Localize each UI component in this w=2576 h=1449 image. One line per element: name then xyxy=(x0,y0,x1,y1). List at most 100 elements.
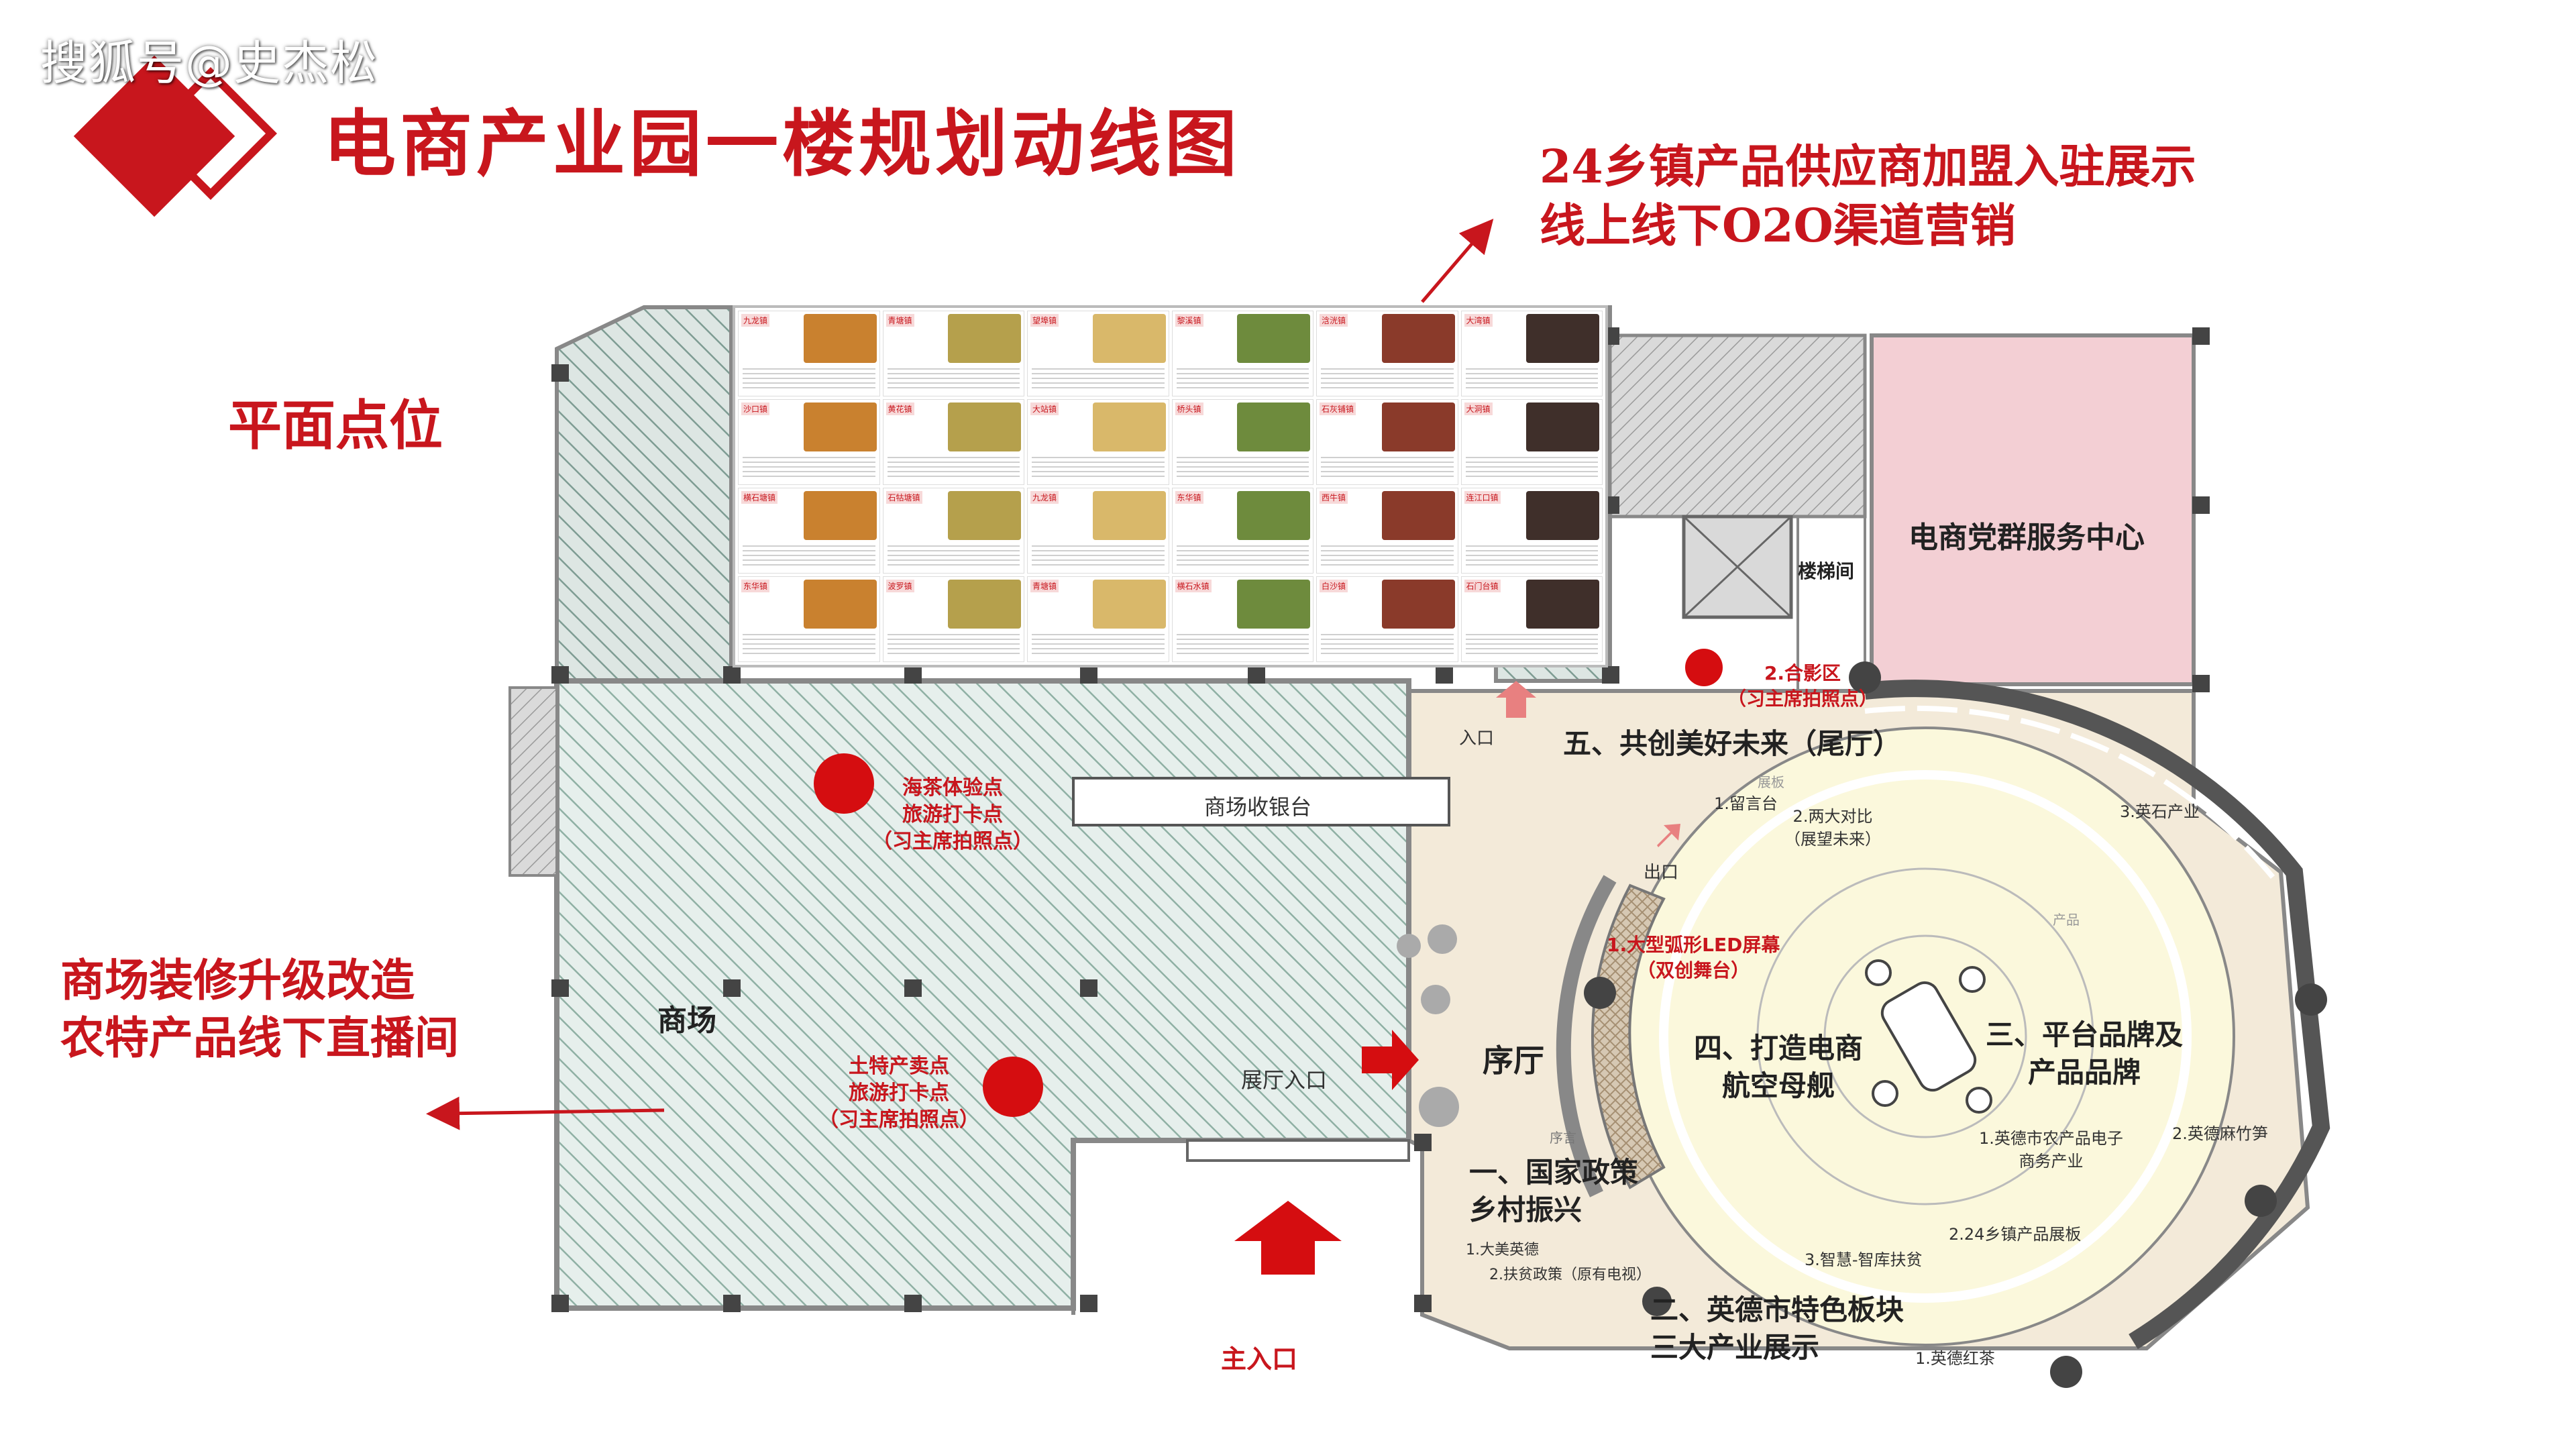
town-panel-name: 横石水镇 xyxy=(1175,580,1212,592)
logo-diamond-icon xyxy=(73,55,277,217)
town-panel-text-lines xyxy=(743,457,875,479)
mall-label: 商场 xyxy=(657,1004,716,1038)
town-panel-photo xyxy=(1381,580,1455,629)
town-panel: 大湾镇 xyxy=(1460,311,1603,396)
town-panel-text-lines xyxy=(743,368,875,390)
town-panel: 横石水镇 xyxy=(1171,576,1313,662)
town-panel-text-lines xyxy=(1321,634,1454,656)
annotation-arrow-left xyxy=(426,1096,665,1130)
town-panel-text-lines xyxy=(887,545,1020,568)
annotation-arrow-top xyxy=(1421,219,1494,303)
town-panel-text-lines xyxy=(743,545,875,568)
item-tea: 1.英德红茶 xyxy=(1915,1349,1995,1368)
town-panel-text-lines xyxy=(1465,368,1598,390)
item-yingshi: 3.英石产业 xyxy=(2120,802,2200,821)
town-panel-photo xyxy=(1381,402,1455,452)
town-panel: 东华镇 xyxy=(1171,488,1313,574)
hotspot-photo-label: 2.合影区（习主席拍照点） xyxy=(1727,662,1878,710)
town-panel: 青塘镇 xyxy=(882,311,1024,396)
town-panel-photo xyxy=(1381,314,1455,364)
item-bamboo: 2.英德麻竹笋 xyxy=(2172,1124,2268,1143)
town-panel-text-lines xyxy=(887,457,1020,479)
town-panel-photo xyxy=(948,580,1021,629)
town-panel-photo xyxy=(948,402,1021,452)
town-panel: 大洞镇 xyxy=(1460,399,1603,485)
annotation-left: 商场装修升级改造 农特产品线下直播间 xyxy=(60,954,459,1064)
item-compare: 2.两大对比（展望未来） xyxy=(1784,807,1881,849)
town-panel-photo xyxy=(1092,580,1166,629)
town-panel-photo xyxy=(1092,491,1166,541)
hotspot-photo xyxy=(1685,649,1723,686)
hall-entrance-label: 展厅入口 xyxy=(1241,1067,1328,1093)
town-panel-name: 大洞镇 xyxy=(1464,402,1493,415)
stair-block xyxy=(1608,333,1867,519)
town-panel-text-lines xyxy=(1321,457,1454,479)
exit-label: 出口 xyxy=(1644,863,1679,883)
town-panel: 青塘镇 xyxy=(1027,576,1169,662)
town-panel-photo xyxy=(803,402,877,452)
hotspot-local xyxy=(983,1057,1043,1117)
led-screen-label: 1.大型弧形LED屏幕（双创舞台） xyxy=(1607,934,1780,981)
town-panel-name: 青塘镇 xyxy=(1030,580,1059,592)
town-panel-name: 白沙镇 xyxy=(1320,580,1348,592)
town-panel-photo xyxy=(803,314,877,364)
town-panel: 大站镇 xyxy=(1027,399,1169,485)
town-panel-name: 东华镇 xyxy=(1175,491,1203,504)
town-panel-name: 沙口镇 xyxy=(741,402,770,415)
town-panel-photo xyxy=(1092,314,1166,364)
town-panel-text-lines xyxy=(1176,457,1309,479)
town-panel-name: 大湾镇 xyxy=(1464,314,1493,327)
town-panel-photo xyxy=(1237,491,1310,541)
entrance-arrow-icon xyxy=(1496,681,1536,718)
cashier-counter xyxy=(1072,777,1450,826)
town-panel: 西牛镇 xyxy=(1316,488,1458,574)
item-smart: 3.智慧-智库扶贫 xyxy=(1805,1250,1923,1269)
town-panel-photo xyxy=(1237,314,1310,364)
town-panel-photo xyxy=(948,491,1021,541)
main-entrance-label: 主入口 xyxy=(1221,1344,1298,1374)
town-panel-name: 黄花镇 xyxy=(885,402,914,415)
item-dames: 1.大美英德 xyxy=(1466,1242,1539,1258)
town-panel-name: 石牯塘镇 xyxy=(885,491,922,504)
entrance-label: 入口 xyxy=(1459,729,1495,749)
cashier-label: 商场收银台 xyxy=(1204,794,1312,820)
town-panel-text-lines xyxy=(1321,545,1454,568)
town-panel-text-lines xyxy=(1176,368,1309,390)
plane-label: 平面点位 xyxy=(228,394,443,457)
town-panel-text-lines xyxy=(1032,634,1165,656)
town-panel-text-lines xyxy=(1465,545,1598,568)
town-panel-text-lines xyxy=(743,634,875,656)
town-panel-name: 九龙镇 xyxy=(1030,491,1059,504)
watermark: 搜狐号@史杰松 xyxy=(40,36,378,91)
hall-entrance-arrow-icon xyxy=(1362,1030,1419,1090)
town-panel-name: 大站镇 xyxy=(1030,402,1059,415)
town-panel-name: 东华镇 xyxy=(741,580,770,592)
town-panel-photo xyxy=(1526,491,1599,541)
section-4-label: 四、打造电商航空母舰 xyxy=(1694,1032,1864,1102)
annotation-top: 24乡镇产品供应商加盟入驻展示 线上线下O2O渠道营销 xyxy=(1540,140,2196,253)
exit-arrow-icon xyxy=(1657,824,1680,847)
round-pillars xyxy=(1397,661,2327,1388)
town-panel-text-lines xyxy=(1465,634,1598,656)
item-ecommerce: 1.英德市农产品电子商务产业 xyxy=(1979,1129,2123,1171)
town-panel-photo xyxy=(1092,402,1166,452)
town-panel-text-lines xyxy=(887,634,1020,656)
town-panel-text-lines xyxy=(1032,545,1165,568)
town-panel: 望埠镇 xyxy=(1027,311,1169,396)
town-panel-photo xyxy=(1526,580,1599,629)
town-panel-text-lines xyxy=(1465,457,1598,479)
section-2-label: 二、英德市特色板块三大产业展示 xyxy=(1650,1293,1904,1364)
town-panel-grid: 九龙镇青塘镇望埠镇黎溪镇浛洸镇大湾镇沙口镇黄花镇大站镇桥头镇石灰铺镇大洞镇横石塘… xyxy=(733,305,1608,667)
item-zhanban: 展板 xyxy=(1758,774,1784,790)
party-center-room xyxy=(1870,333,2196,686)
town-panel: 九龙镇 xyxy=(1027,488,1169,574)
town-panel-name: 波罗镇 xyxy=(885,580,914,592)
town-panel-photo xyxy=(803,491,877,541)
upper-hatched-block xyxy=(555,305,733,683)
left-wall-block xyxy=(508,686,558,877)
party-center-label: 电商党群服务中心 xyxy=(1909,521,2145,555)
town-panel: 浛洸镇 xyxy=(1316,311,1458,396)
town-panel: 波罗镇 xyxy=(882,576,1024,662)
town-panel: 石灰铺镇 xyxy=(1316,399,1458,485)
exhibition-ring xyxy=(1864,680,2330,1350)
